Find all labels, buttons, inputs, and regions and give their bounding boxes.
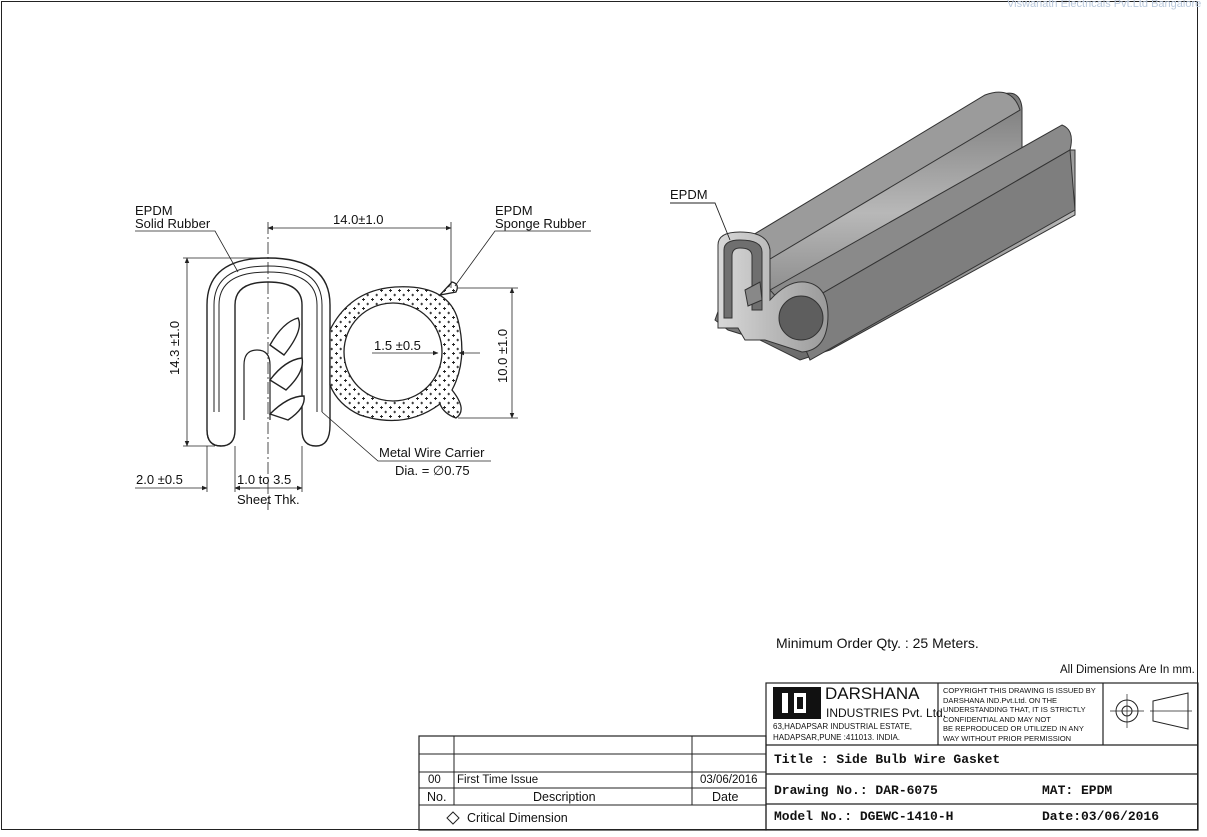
rev-hdr-date: Date (712, 790, 739, 804)
sponge-bulb (329, 281, 463, 422)
dim-sheet: 1.0 to 3.5 (237, 472, 292, 487)
title-block-graphics (418, 682, 1199, 831)
center-lines (135, 222, 591, 510)
min-order: Minimum Order Qty. : 25 Meters. (776, 635, 979, 651)
rev-no: 00 (428, 774, 441, 786)
dim-wall: 1.5 ±0.5 (374, 338, 421, 353)
dim-height: 14.3 ±1.0 (167, 320, 182, 375)
dim-lip: 2.0 ±0.5 (136, 472, 183, 487)
drawing-no: Drawing No.: DAR-6075 (774, 783, 938, 798)
label-sponge-rubber-2: Sponge Rubber (495, 216, 587, 231)
dim-bulb-height: 10.0 ±1.0 (495, 328, 510, 383)
watermark: Viswanath Electricals Pvt.Ltd Bangalore (1007, 0, 1202, 10)
rev-hdr-no: No. (427, 790, 447, 804)
label-solid-rubber-1: EPDM (135, 203, 173, 218)
wire-dia: Dia. = ∅0.75 (395, 463, 470, 478)
rev-date: 03/06/2016 (700, 774, 758, 786)
company-name: DARSHANA (825, 684, 920, 703)
company-sub: INDUSTRIES Pvt. Ltd. (826, 706, 947, 720)
wire-label: Metal Wire Carrier (379, 445, 485, 460)
all-dims: All Dimensions Are In mm. (1060, 664, 1195, 676)
critical-dimension: Critical Dimension (467, 811, 568, 825)
label-sponge-rubber-1: EPDM (495, 203, 533, 218)
gasket-3d-view (670, 91, 1076, 361)
material: MAT: EPDM (1042, 783, 1113, 798)
label-solid-rubber-2: Solid Rubber (135, 216, 211, 231)
rev-hdr-desc: Description (533, 790, 596, 804)
rev-desc: First Time Issue (457, 774, 539, 786)
iso-label: EPDM (670, 187, 708, 202)
model-no: Model No.: DGEWC-1410-H (774, 809, 954, 824)
date: Date:03/06/2016 (1042, 809, 1160, 824)
company-addr2: HADAPSAR,PUNE :411013. INDIA. (773, 733, 901, 742)
sheet-thk: Sheet Thk. (237, 492, 300, 507)
title: Title : Side Bulb Wire Gasket (774, 752, 1001, 767)
copyright-note: COPYRIGHT THIS DRAWING IS ISSUED BY DARS… (943, 686, 1096, 743)
company-addr1: 63,HADAPSAR INDUSTRIAL ESTATE, (773, 722, 912, 731)
dim-width: 14.0±1.0 (333, 212, 384, 227)
gasket-section (206, 257, 331, 447)
